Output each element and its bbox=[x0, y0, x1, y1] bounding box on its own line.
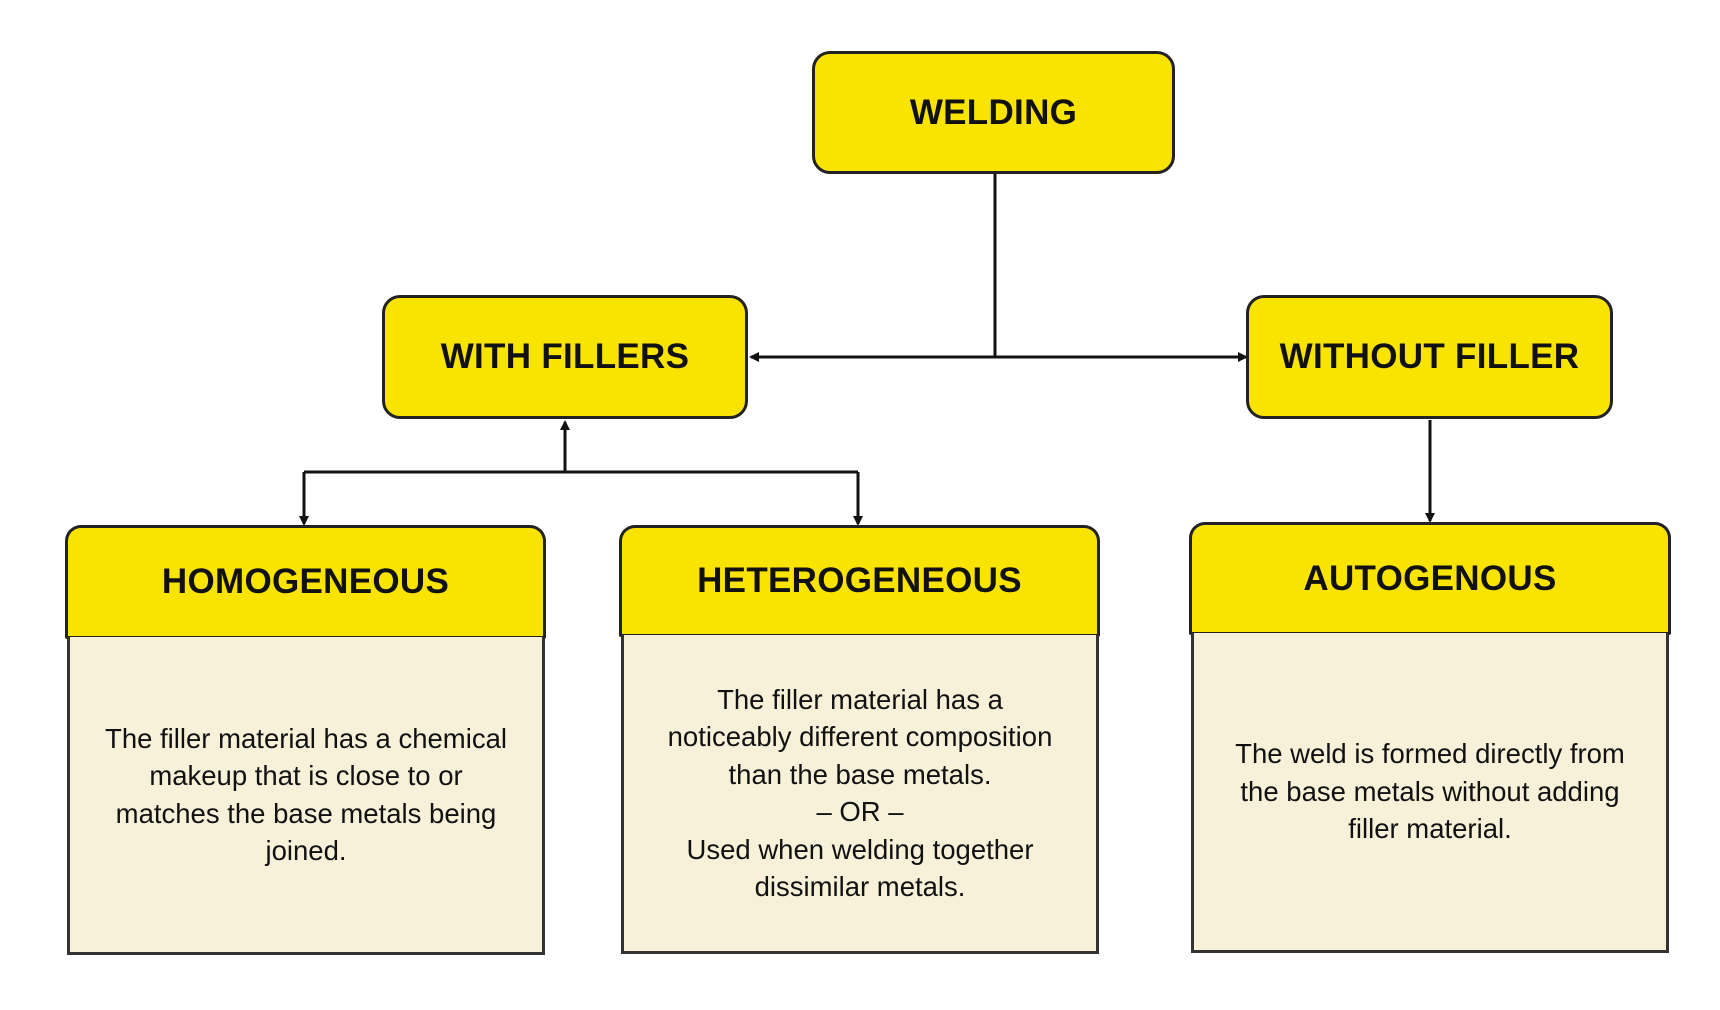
leaf-card-description: The weld is formed directly from the bas… bbox=[1191, 633, 1669, 953]
branch-node-with-fillers: WITH FILLERS bbox=[382, 295, 748, 419]
leaf-card-title: HOMOGENEOUS bbox=[161, 562, 450, 601]
root-node-welding: WELDING bbox=[812, 51, 1175, 174]
leaf-card-title: AUTOGENOUS bbox=[1303, 558, 1557, 598]
leaf-card-header: HETEROGENEOUS bbox=[619, 525, 1100, 637]
leaf-card-description-text: The filler material has a noticeably dif… bbox=[667, 683, 1053, 903]
root-node-label: WELDING bbox=[909, 92, 1078, 132]
branch-node-without-filler: WITHOUT FILLER bbox=[1246, 295, 1613, 419]
branch-node-label: WITHOUT FILLER bbox=[1279, 337, 1580, 376]
leaf-card-header: HOMOGENEOUS bbox=[65, 525, 546, 639]
leaf-card-heterogeneous: HETEROGENEOUS The filler material has a … bbox=[619, 525, 1100, 954]
branch-node-label: WITH FILLERS bbox=[440, 337, 690, 376]
leaf-card-title: HETEROGENEOUS bbox=[697, 561, 1022, 600]
leaf-card-description-text: The filler material has a chemical makeu… bbox=[105, 722, 507, 867]
leaf-card-autogenous: AUTOGENOUS The weld is formed directly f… bbox=[1189, 522, 1671, 953]
leaf-card-description: The filler material has a chemical makeu… bbox=[67, 637, 545, 955]
leaf-card-description: The filler material has a noticeably dif… bbox=[621, 635, 1099, 954]
leaf-card-description-text: The weld is formed directly from the bas… bbox=[1235, 738, 1625, 845]
leaf-card-homogeneous: HOMOGENEOUS The filler material has a ch… bbox=[65, 525, 546, 955]
leaf-card-header: AUTOGENOUS bbox=[1189, 522, 1671, 635]
